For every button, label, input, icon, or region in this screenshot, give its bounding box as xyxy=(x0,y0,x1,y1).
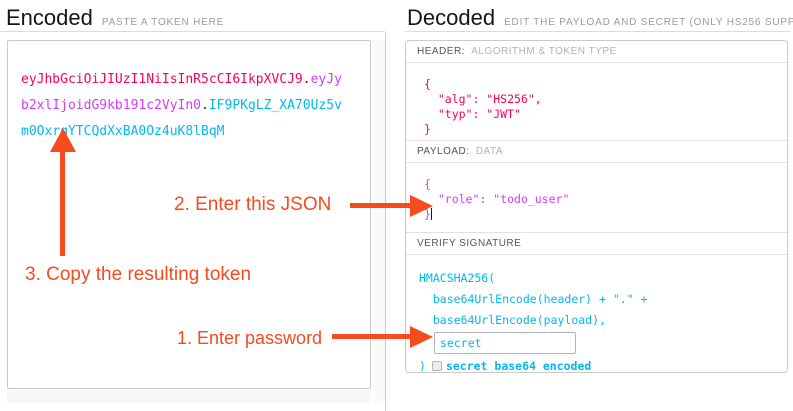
payload-section-sublabel: DATA xyxy=(475,146,504,157)
hmacsha256-line: HMACSHA256( xyxy=(419,271,496,285)
token-payload-part: eyJyb2xlIjoidG9kb191c2VyIn0 xyxy=(21,72,342,113)
step3-arrow-shaft xyxy=(60,150,65,256)
step1-arrow-shaft xyxy=(332,334,412,339)
decoded-header: Decoded EDIT THE PAYLOAD AND SECRET (ONL… xyxy=(407,5,793,31)
token-header-part: eyJhbGciOiJIUzI1NiIsInR5cCI6IkpXVCJ9 xyxy=(21,72,303,87)
payload-section-bar: PAYLOAD: DATA xyxy=(406,141,787,163)
annotation-step1-enter-password: 1. Enter password xyxy=(177,328,323,348)
encoded-token-textarea[interactable]: eyJhbGciOiJIUzI1NiIsInR5cCI6IkpXVCJ9.eyJ… xyxy=(7,40,371,389)
column-divider xyxy=(385,32,386,411)
json-line: "alg": "HS256", xyxy=(424,92,542,106)
decoded-header-divider xyxy=(405,31,790,32)
header-section-label: HEADER: xyxy=(417,46,465,57)
token-dot-separator: . xyxy=(201,98,209,113)
base64-encoded-label: secret base64 encoded xyxy=(445,359,592,373)
step3-arrow-up-icon xyxy=(50,128,76,152)
json-line: { xyxy=(424,177,431,191)
header-section-bar: HEADER: ALGORITHM & TOKEN TYPE xyxy=(406,41,787,63)
verify-signature-label: VERIFY SIGNATURE xyxy=(417,238,522,249)
decoded-title: Decoded xyxy=(407,5,496,30)
signature-code-area: HMACSHA256( base64UrlEncode(header) + ".… xyxy=(406,255,787,373)
encoded-title: Encoded xyxy=(6,5,93,30)
scrollbar-track[interactable] xyxy=(373,40,385,403)
encoded-subtitle: PASTE A TOKEN HERE xyxy=(101,17,225,28)
json-line: } xyxy=(424,207,787,222)
json-line: { xyxy=(424,77,431,91)
decoded-panel: HEADER: ALGORITHM & TOKEN TYPE { "alg": … xyxy=(405,40,788,373)
secret-input[interactable] xyxy=(434,332,576,354)
encoded-box-footer xyxy=(7,390,371,403)
closing-paren: ) xyxy=(419,359,426,373)
signature-closing-line: ) secret base64 encoded xyxy=(419,356,787,373)
base64-encode-payload-line: base64UrlEncode(payload), xyxy=(419,313,606,327)
token-dot-separator: . xyxy=(302,72,311,87)
encoded-header-divider xyxy=(0,31,385,32)
payload-json-editor[interactable]: { "role": "todo_user" } xyxy=(406,163,787,233)
verify-signature-bar: VERIFY SIGNATURE xyxy=(406,233,787,255)
json-line: "role": "todo_user" xyxy=(424,192,570,206)
step2-arrow-right-icon xyxy=(410,195,433,217)
json-line: } xyxy=(424,122,431,136)
decoded-subtitle: EDIT THE PAYLOAD AND SECRET (ONLY HS256 … xyxy=(504,17,793,28)
payload-section-label: PAYLOAD: xyxy=(417,146,470,157)
step2-arrow-shaft xyxy=(350,203,412,208)
annotation-step3-copy-token: 3. Copy the resulting token xyxy=(25,264,252,285)
header-section-sublabel: ALGORITHM & TOKEN TYPE xyxy=(471,46,617,57)
header-json-editor[interactable]: { "alg": "HS256", "typ": "JWT" } xyxy=(406,63,787,141)
base64-encode-header-line: base64UrlEncode(header) + "." + xyxy=(419,292,648,306)
encoded-header: Encoded PASTE A TOKEN HERE xyxy=(6,5,224,31)
step1-arrow-right-icon xyxy=(410,326,433,348)
base64-encoded-checkbox[interactable] xyxy=(431,361,442,371)
annotation-step2-enter-json: 2. Enter this JSON xyxy=(174,194,332,215)
json-line: "typ": "JWT" xyxy=(424,107,521,121)
